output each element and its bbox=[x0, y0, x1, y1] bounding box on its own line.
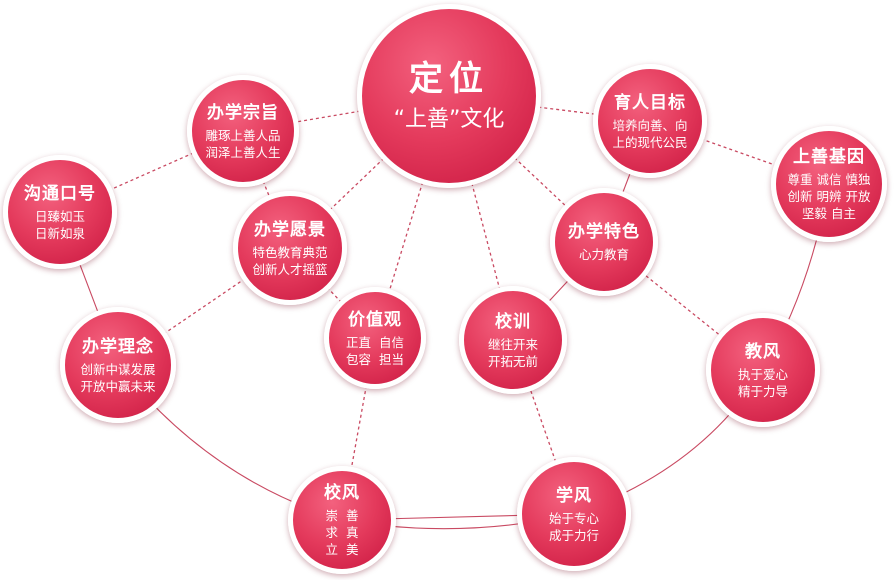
node-school-spirit: 校风 崇 善 求 真 立 美 bbox=[288, 466, 396, 574]
node-text: 坚毅 自主 bbox=[802, 206, 856, 221]
node-text: 开拓无前 bbox=[487, 353, 538, 369]
node-title: 校训 bbox=[495, 311, 531, 332]
node-vision: 办学愿景 特色教育典范 创新人才摇篮 bbox=[233, 191, 347, 305]
node-title: 定位 bbox=[409, 59, 489, 99]
node-title: 育人目标 bbox=[614, 92, 686, 113]
node-text: 特色教育典范 bbox=[252, 244, 328, 260]
node-school-motto: 校训 继往开来 开拓无前 bbox=[459, 286, 567, 394]
node-text: 开放中赢未来 bbox=[80, 378, 156, 394]
node-text: 崇 善 bbox=[325, 508, 359, 523]
node-text: 立 美 bbox=[325, 542, 359, 557]
node-school-feature: 办学特色 心力教育 bbox=[550, 188, 658, 296]
node-title: 上善基因 bbox=[793, 147, 865, 167]
node-philosophy: 办学理念 创新中谋发展 开放中赢未来 bbox=[60, 307, 176, 423]
node-title: 沟通口号 bbox=[24, 183, 96, 204]
node-study-style: 学风 始于专心 成于力行 bbox=[517, 457, 631, 571]
connector-line bbox=[117, 247, 291, 366]
node-title: 学风 bbox=[556, 485, 592, 506]
node-center-positioning: 定位 “上善”文化 bbox=[357, 4, 541, 188]
node-title: 教风 bbox=[745, 341, 781, 362]
node-education-goal: 育人目标 培养向善、向 上的现代公民 bbox=[593, 64, 707, 178]
node-text: 求 真 bbox=[325, 525, 359, 540]
node-text: 创新中谋发展 bbox=[80, 361, 156, 377]
node-school-purpose: 办学宗旨 雕琢上善人品 润泽上善人生 bbox=[187, 75, 299, 187]
node-text: 尊重 诚信 慎独 bbox=[787, 172, 871, 187]
node-text: 创新 明辨 开放 bbox=[787, 189, 871, 204]
node-title: 办学特色 bbox=[568, 222, 640, 242]
node-text: 日臻如玉 bbox=[34, 208, 85, 224]
node-genes: 上善基因 尊重 诚信 慎独 创新 明辨 开放 坚毅 自主 bbox=[771, 126, 887, 242]
node-title: 办学理念 bbox=[82, 336, 154, 357]
node-text: 正直 自信 bbox=[346, 334, 404, 350]
node-text: 培养向善、向 bbox=[612, 117, 688, 133]
node-title: 办学愿景 bbox=[254, 219, 326, 240]
node-text: 日新如泉 bbox=[34, 225, 85, 241]
node-teaching-style: 教风 执于爱心 精于力导 bbox=[706, 313, 820, 427]
node-text: 创新人才摇篮 bbox=[252, 261, 328, 277]
node-text: 上的现代公民 bbox=[612, 134, 688, 150]
node-title: 办学宗旨 bbox=[207, 102, 279, 123]
node-slogan: 沟通口号 日臻如玉 日新如泉 bbox=[3, 155, 117, 269]
node-title: 价值观 bbox=[348, 309, 402, 330]
node-text: “上善”文化 bbox=[393, 107, 505, 132]
node-text: 始于专心 bbox=[548, 510, 599, 526]
node-text: 精于力导 bbox=[737, 383, 788, 399]
node-text: 包容 担当 bbox=[346, 351, 404, 367]
node-text: 执于爱心 bbox=[737, 366, 788, 382]
node-text: 继往开来 bbox=[487, 336, 538, 352]
node-text: 润泽上善人生 bbox=[205, 144, 281, 160]
node-text: 成于力行 bbox=[548, 527, 599, 543]
node-text: 心力教育 bbox=[578, 247, 629, 262]
node-title: 校风 bbox=[324, 483, 360, 503]
node-text: 雕琢上善人品 bbox=[205, 127, 281, 143]
node-values: 价值观 正直 自信 包容 担当 bbox=[324, 287, 426, 389]
